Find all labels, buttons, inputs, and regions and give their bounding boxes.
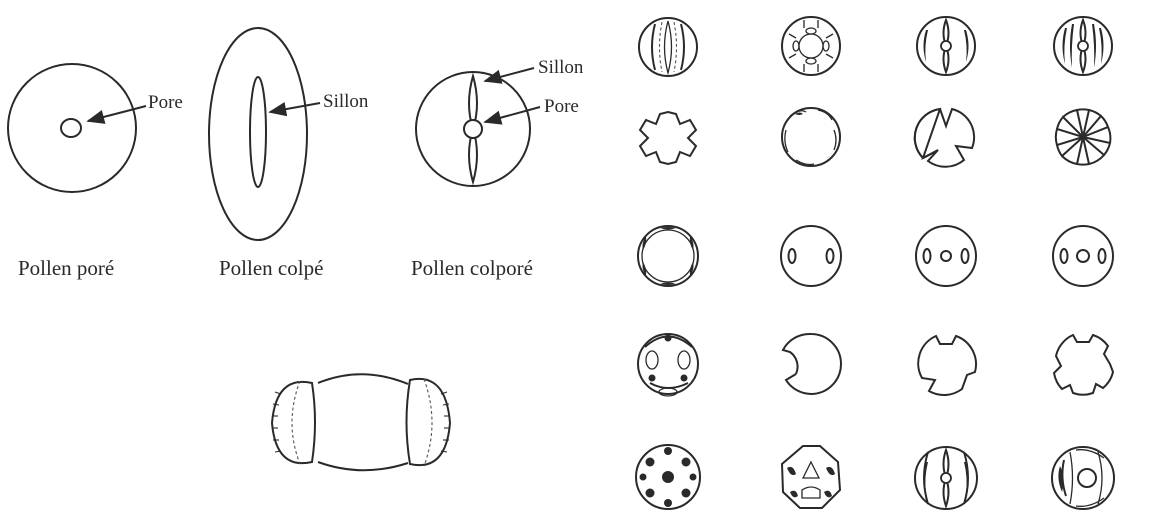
grid-r5c2-fenestrate — [782, 446, 840, 508]
grid-r4c4-hexacolpate-notched-polar — [1054, 335, 1113, 395]
grid-r4c2-dicolpate-polar — [783, 334, 841, 394]
colpore-pore-label: Pore — [544, 96, 579, 117]
grid-r2c3-tricolpate-polar — [915, 109, 974, 167]
grid-r4c1-periporate-lobed — [638, 334, 698, 396]
grid-r5c1-periporate-dotted — [636, 445, 700, 509]
grid-r3c3-triporate-equatorial — [916, 226, 976, 286]
colpore-pore-arrow — [485, 107, 540, 122]
grid-r2c2-pericolpate — [782, 108, 840, 166]
pollen-pore-caption: Pollen poré — [18, 256, 114, 280]
grid-r3c2-diporate-equatorial — [781, 226, 841, 286]
grid-r1c3-tricolporate-equatorial — [917, 17, 975, 75]
grid-r3c1-pericolpate-equatorial — [638, 226, 698, 286]
pore-aperture — [61, 119, 81, 137]
sillon-annotation-label: Sillon — [323, 91, 369, 112]
pollen-pore-illustration: Pore Pollen poré — [8, 64, 183, 280]
colpore-sillon-label: Sillon — [538, 57, 584, 78]
pore-pointer-arrow — [88, 106, 146, 121]
grid-r5c3-tricolporate-equatorial — [915, 447, 977, 509]
pollen-colpe-illustration: Sillon Pollen colpé — [209, 28, 369, 280]
grid-r3c4-tetraporate-equatorial — [1053, 226, 1113, 286]
pollen-colpore-caption: Pollen colporé — [411, 256, 533, 280]
grid-r2c1-hexacolpate-polar — [640, 112, 696, 164]
saccate-pollen-illustration — [272, 374, 450, 470]
sillon-pointer-arrow — [270, 103, 320, 112]
grid-r5c4-pericolporate — [1052, 447, 1114, 509]
pollen-morphology-grid — [636, 17, 1114, 509]
colpore-pore — [464, 120, 482, 138]
grid-r1c2-stephanoporate-polar — [782, 17, 840, 75]
sillon-aperture — [250, 77, 266, 187]
grid-r1c1-tricolpate-equatorial — [639, 18, 697, 76]
grid-r2c4-hexacolpate-star-polar — [1056, 109, 1111, 164]
grid-r1c4-stephanocolporate-equatorial — [1054, 17, 1112, 75]
pollen-colpore-illustration: Sillon Pore Pollen colporé — [411, 57, 584, 280]
pore-annotation-label: Pore — [148, 92, 183, 113]
grid-r4c3-tricolpate-notched-polar — [918, 336, 976, 395]
pollen-colpe-caption: Pollen colpé — [219, 256, 323, 280]
